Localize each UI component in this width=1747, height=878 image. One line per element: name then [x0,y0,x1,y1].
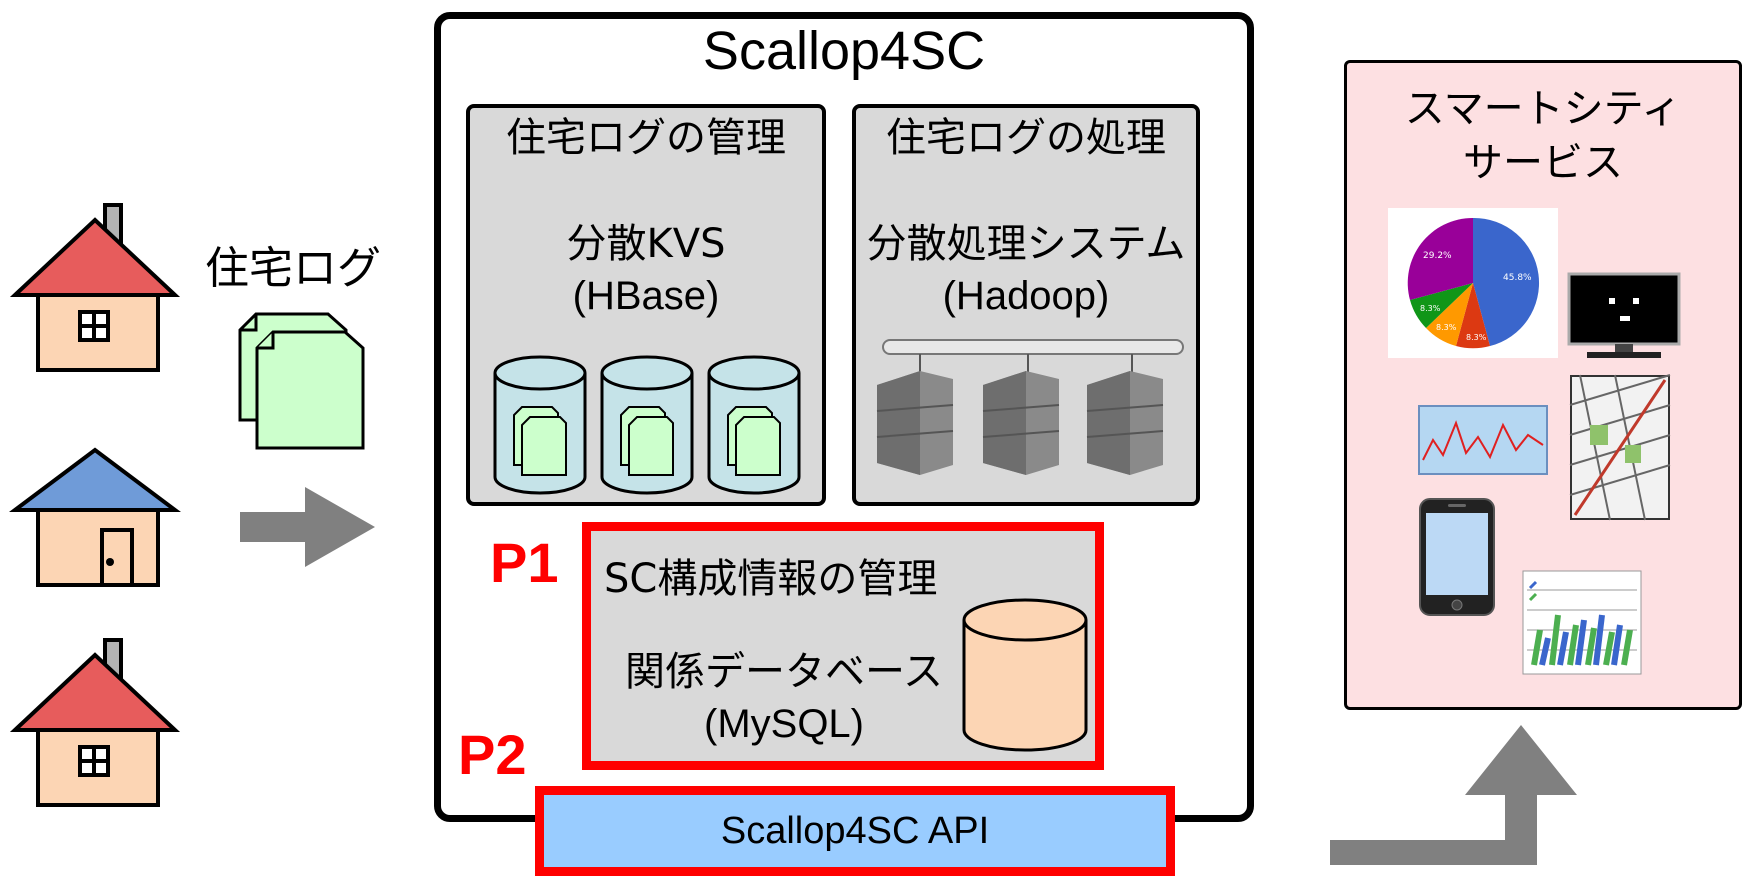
scallop4sc-api-bar: Scallop4SC API [535,786,1175,876]
sc-config-tech: 関係データベース [625,649,943,695]
pie-label-purple: 29.2% [1423,251,1452,261]
system-title: Scallop4SC [702,21,986,81]
bar-chart-thumbnail [1522,570,1642,675]
sc-config-heading: SC構成情報の管理 [604,556,938,602]
residential-log-label: 住宅ログ [205,243,381,294]
kvs-storage-icon [493,355,801,495]
pie-label-green: 8.3% [1420,304,1441,313]
log-processing-tech: 分散処理システム [866,221,1186,267]
pie-label-orange: 8.3% [1436,323,1457,332]
log-processing-heading: 住宅ログの処理 [886,115,1166,161]
arrow-up-to-services-icon [1330,725,1577,865]
relational-database-icon [962,598,1088,752]
pie-chart-thumbnail: 29.2% 45.8% 8.3% 8.3% 8.3% [1388,208,1558,358]
smartphone-icon [1419,498,1495,616]
log-processing-product: (Hadoop) [942,274,1110,318]
services-title-line2: サービス [1463,140,1623,186]
marker-p1: P1 [490,531,559,594]
house-icon-2 [9,447,181,587]
house-icon-3 [9,638,181,807]
log-management-heading: 住宅ログの管理 [506,115,786,161]
marker-p2: P2 [458,723,527,786]
services-title-line1: スマートシティ [1404,86,1682,132]
log-management-product: (HBase) [572,274,720,318]
monitor-display-icon [1567,272,1681,358]
pie-label-red: 8.3% [1466,333,1487,342]
log-management-tech: 分散KVS [566,221,726,267]
city-map-thumbnail [1569,374,1671,521]
log-documents-icon [238,312,365,450]
house-icon-1 [9,203,181,372]
arrow-right-icon [240,487,375,567]
line-graph-thumbnail [1418,405,1548,475]
pie-label-blue: 45.8% [1503,273,1532,283]
hadoop-servers-icon [876,339,1184,476]
sc-config-product: (MySQL) [704,702,864,746]
